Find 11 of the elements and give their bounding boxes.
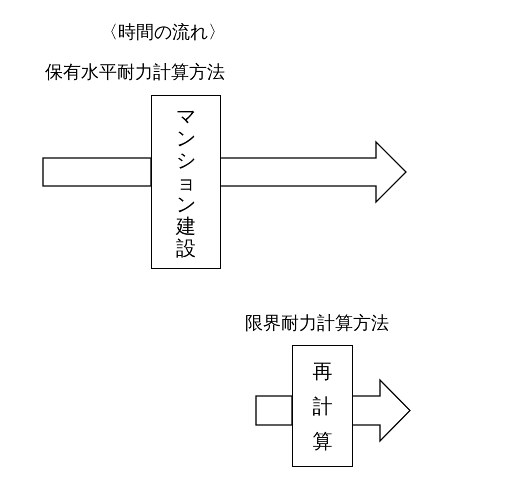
box-text: マンション建設: [176, 105, 196, 259]
method-label: 限界耐力計算方法: [245, 312, 389, 335]
arrow-tail: [42, 157, 152, 187]
arrow-tail: [255, 395, 293, 426]
process-box: [151, 95, 221, 269]
block-arrow: [219, 140, 407, 204]
process-box: [292, 345, 353, 467]
method-label: 保有水平耐力計算方法: [45, 61, 225, 84]
title: 〈時間の流れ〉: [100, 21, 226, 44]
block-arrow: [351, 378, 411, 443]
box-text: 再計算: [312, 358, 332, 454]
